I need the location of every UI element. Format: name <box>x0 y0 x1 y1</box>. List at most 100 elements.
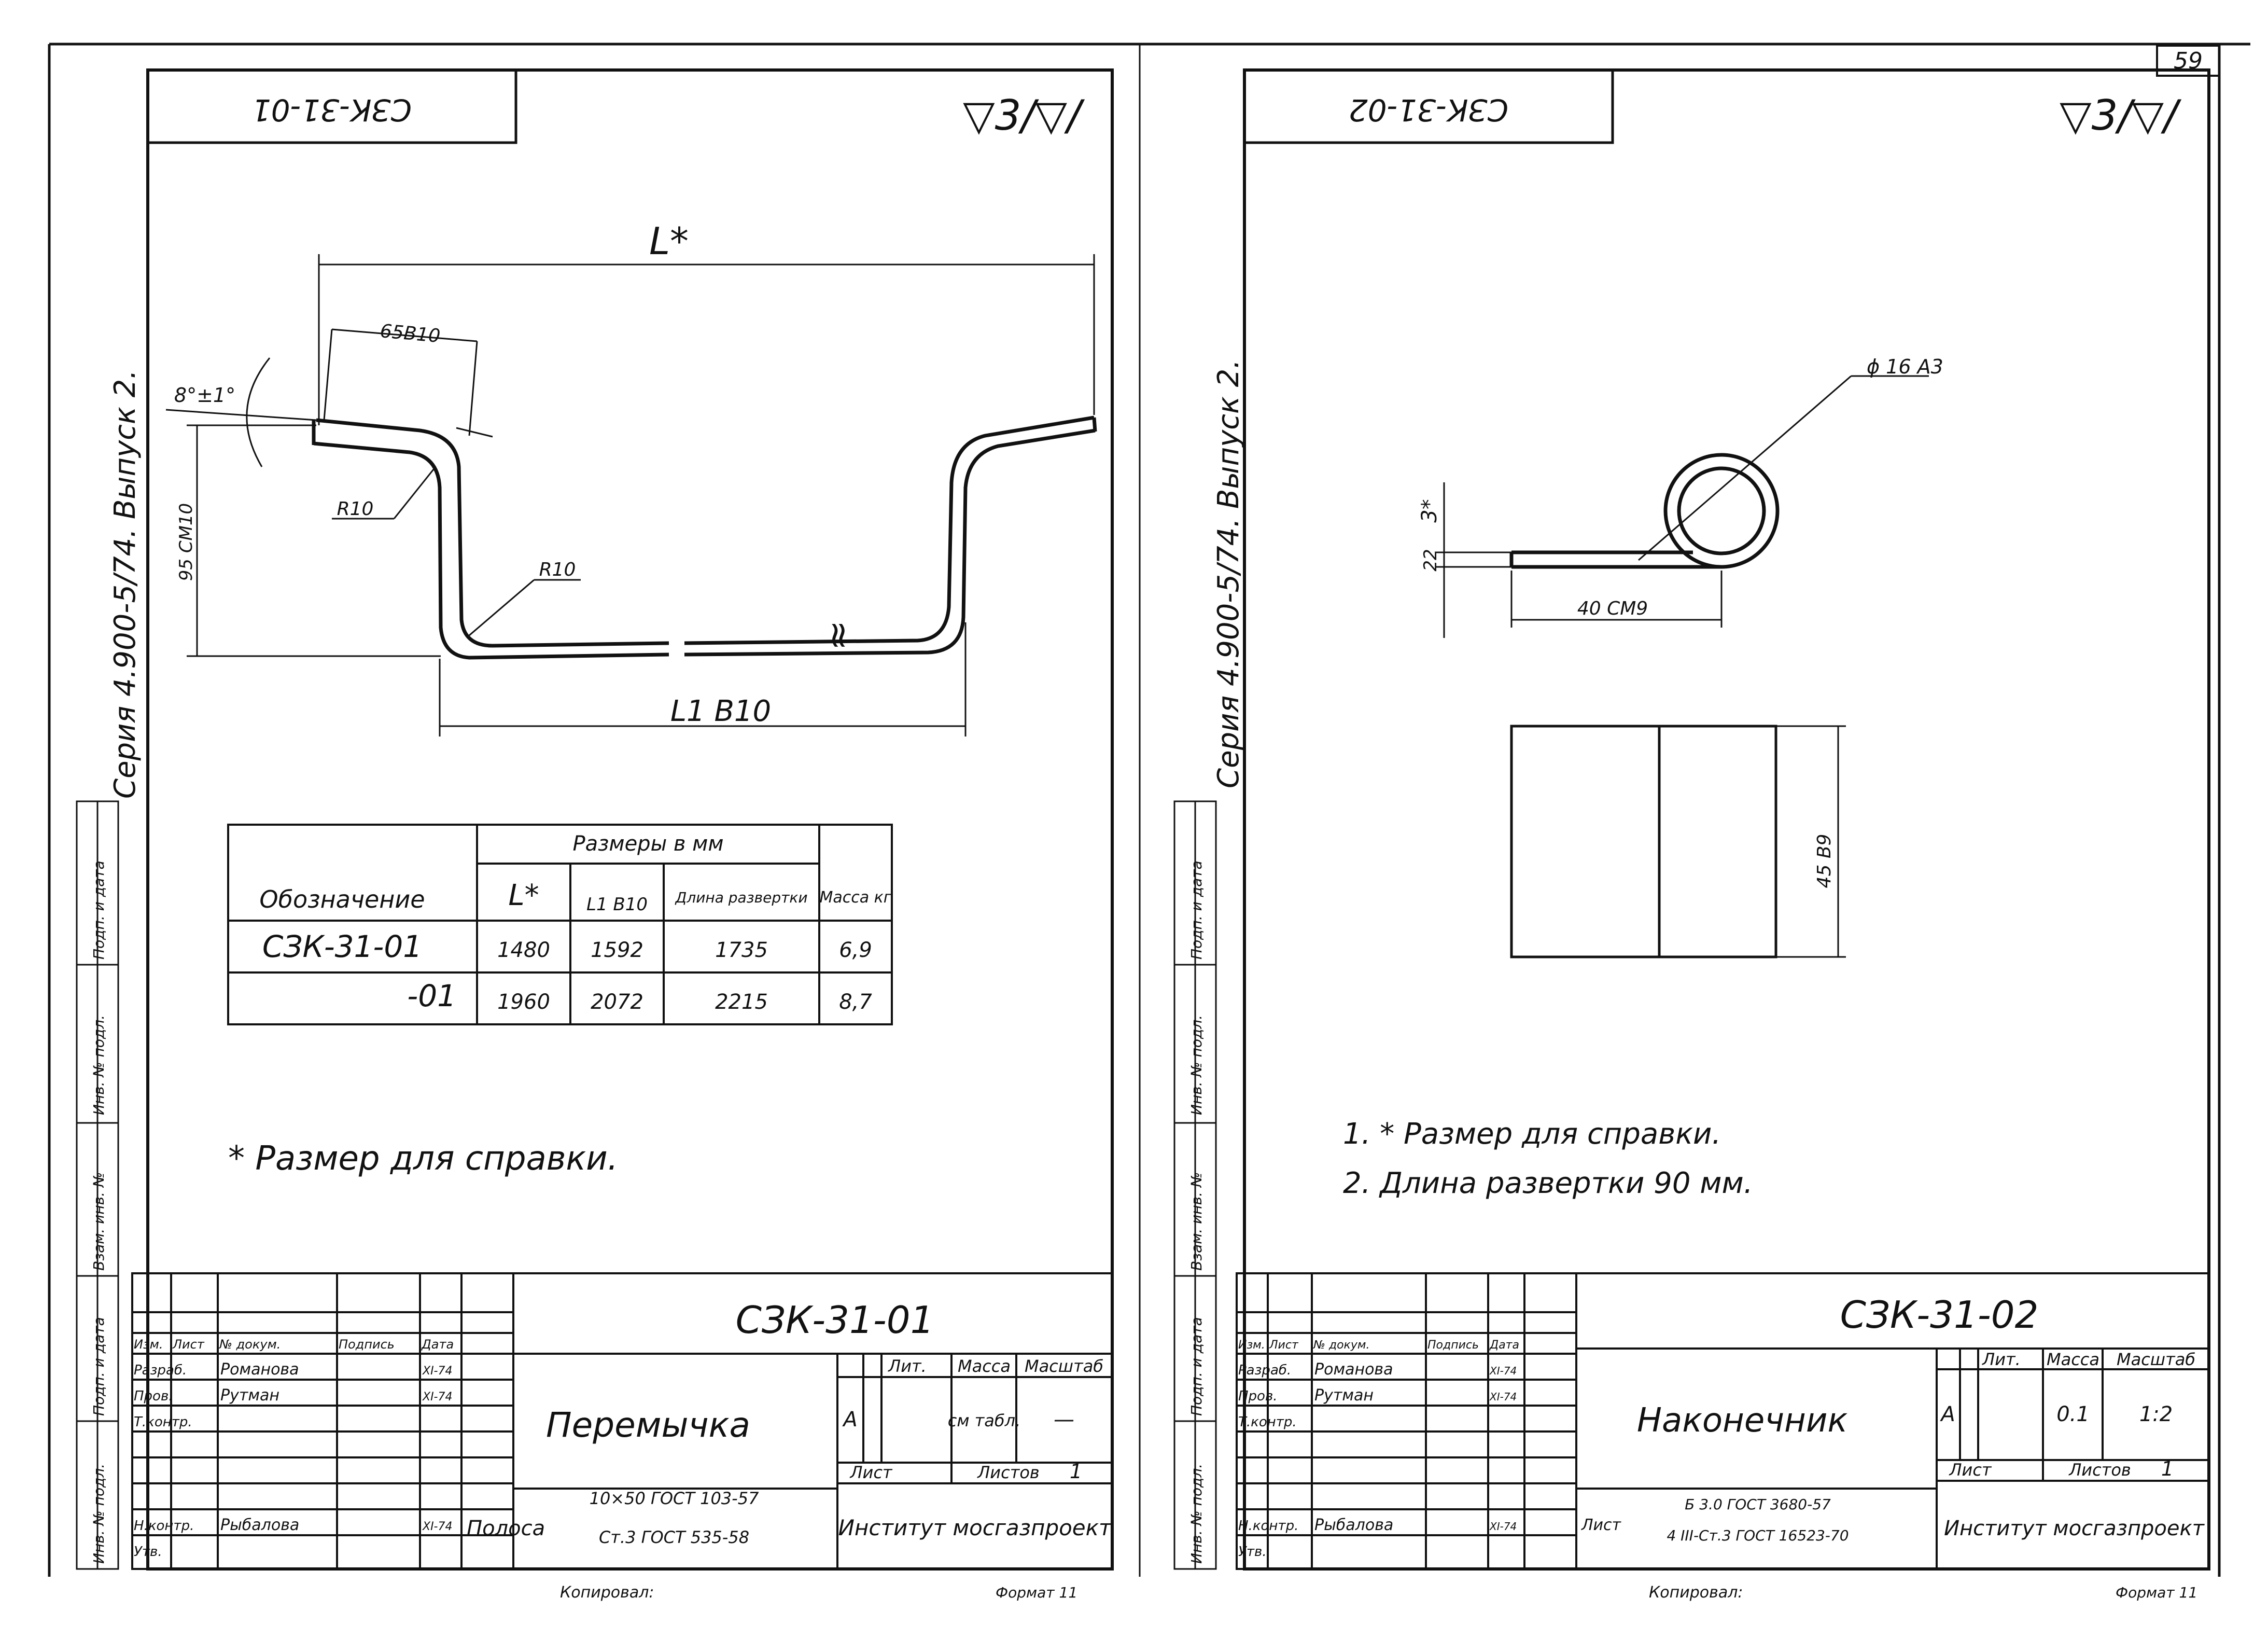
dim-L1-label: L1 В10 <box>670 694 771 728</box>
left-tb-sheet-label: Лист <box>849 1463 892 1482</box>
left-copied: Копировал: <box>560 1583 654 1602</box>
left-tb-material-label: Полоса <box>467 1517 545 1540</box>
table-row-1-designation: СЗК-31-01 <box>262 929 422 964</box>
dim-L-label: L* <box>649 219 689 263</box>
table-col-mass: Масса кг <box>819 888 891 907</box>
right-tb-hdr-sign: Подпись <box>1427 1339 1479 1352</box>
left-tb-role-3: Т.контр. <box>134 1414 192 1430</box>
right-tb-material-label: Лист <box>1581 1516 1622 1534</box>
page-number-box <box>2156 45 2220 77</box>
left-tb-lit-value: А <box>842 1408 857 1432</box>
right-stamp-code: СЗК-31-02 <box>1349 92 1508 128</box>
break-mark: ≈ <box>818 620 861 651</box>
left-tb-code: СЗК-31-01 <box>736 1298 934 1342</box>
left-tb-material-line2: Ст.3 ГОСТ 535-58 <box>599 1527 749 1547</box>
left-tb-date-2: XI-74 <box>422 1391 453 1403</box>
right-note-1: 1. * Размер для справки. <box>1343 1117 1721 1151</box>
left-tb-hdr-sign: Подпись <box>339 1337 395 1352</box>
table-row-1-L1: 1592 <box>591 938 643 962</box>
table-row-2-L1: 2072 <box>591 990 643 1014</box>
right-tb-hdr-date: Дата <box>1489 1339 1519 1352</box>
table-row-2-mass: 8,7 <box>839 990 872 1014</box>
left-tb-name-5: Рыбалова <box>220 1516 299 1534</box>
right-stamp-box <box>1243 68 1614 144</box>
right-surface-mark: ▽3/▽/ <box>2060 91 2182 140</box>
right-side-label-3: Взам. инв. № <box>1188 1172 1205 1271</box>
left-tb-scale-value: — <box>1054 1408 1074 1432</box>
right-side-label-2: Инв. № подл. <box>1188 1015 1205 1115</box>
dim-22-label: 22 <box>1420 549 1441 571</box>
table-row-1-L: 1480 <box>497 938 550 962</box>
left-tb-mass-label: Масса <box>958 1356 1011 1376</box>
left-tb-role-5: Н.контр. <box>134 1518 194 1534</box>
right-tb-role-1: Разраб. <box>1238 1363 1291 1378</box>
left-tb-name-2: Рутман <box>220 1386 279 1405</box>
right-tb-hdr-doc: № докум. <box>1313 1339 1369 1352</box>
dim-dia-leader <box>1638 375 1852 561</box>
dim-40-label: 40 СМ9 <box>1577 598 1648 619</box>
table-header-group: Размеры в мм <box>572 832 723 856</box>
right-side-label-4: Подп. и дата <box>1188 1317 1205 1416</box>
left-tb-name-1: Романова <box>220 1360 299 1379</box>
left-format: Формат 11 <box>996 1584 1077 1601</box>
right-side-view <box>1510 725 1777 958</box>
right-tb-hdr-list: Лист <box>1269 1339 1299 1352</box>
left-tb-hdr-izm: Изм. <box>134 1337 163 1352</box>
table-col-L1: L1 В10 <box>586 894 648 915</box>
left-size-table <box>227 824 893 1025</box>
dim-r10-a: R10 <box>337 498 374 520</box>
left-tb-date-1: XI-74 <box>422 1365 453 1378</box>
right-format: Формат 11 <box>2116 1584 2197 1601</box>
right-tb-role-3: Т.контр. <box>1238 1414 1297 1430</box>
left-tb-date-5: XI-74 <box>422 1520 453 1533</box>
dim-65-label: 65В10 <box>379 321 441 347</box>
table-row-2-dev: 2215 <box>715 990 768 1014</box>
dim-dia-label: ϕ 16 А3 <box>1867 355 1943 378</box>
left-tb-sheets-label: Листов <box>977 1463 1040 1482</box>
right-tb-role-5: Н.контр. <box>1238 1518 1298 1534</box>
right-tb-name-2: Рутман <box>1314 1386 1374 1405</box>
table-col-dev: Длина развертки <box>674 889 807 906</box>
table-row-2-L: 1960 <box>497 990 550 1014</box>
table-row-2-designation: -01 <box>407 978 456 1013</box>
left-series-label: Серия 4.900-5/74. Выпуск 2. <box>108 370 142 799</box>
right-tb-mass-label: Масса <box>2047 1350 2099 1369</box>
table-col-designation: Обозначение <box>259 885 425 913</box>
right-sheet: СЗК-31-02 ▽3/▽/ Серия 4.900-5/74. Выпуск… <box>1173 68 2210 1602</box>
right-side-label-1: Подп. и дата <box>1188 860 1205 960</box>
left-tb-hdr-list: Лист <box>172 1337 205 1352</box>
right-tb-hdr-izm: Изм. <box>1238 1339 1265 1352</box>
left-note: * Размер для справки. <box>228 1139 618 1178</box>
right-tb-org: Институт мосгазпроект <box>1944 1517 2205 1540</box>
left-side-label-2: Инв. № подл. <box>90 1015 107 1115</box>
left-tb-scale-label: Масштаб <box>1025 1356 1103 1376</box>
left-side-label-1: Подп. и дата <box>90 860 107 960</box>
right-frame <box>1243 68 2210 1571</box>
right-tb-lit-label: Лит. <box>1982 1350 2021 1369</box>
right-tb-material-line1: Б 3.0 ГОСТ 3680-57 <box>1685 1496 1831 1513</box>
right-tb-date-5: XI-74 <box>1489 1520 1517 1533</box>
left-tb-material-line1: 10×50 ГОСТ 103-57 <box>590 1489 759 1508</box>
right-tb-name-5: Рыбалова <box>1314 1516 1393 1534</box>
left-sheet: СЗК-31-01 ▽3/▽/ Серия 4.900-5/74. Выпуск… <box>76 68 1114 1602</box>
right-note-2: 2. Длина развертки 90 мм. <box>1343 1166 1753 1200</box>
left-side-label-5: Инв. № подл. <box>90 1464 107 1564</box>
left-tb-hdr-date: Дата <box>421 1337 454 1352</box>
left-tb-org: Институт мосгазпроект <box>838 1515 1113 1540</box>
right-tb-code: СЗК-31-02 <box>1840 1293 2039 1337</box>
dim-r10-b: R10 <box>539 559 576 580</box>
right-tb-material-line2: 4 III-Ст.3 ГОСТ 16523-70 <box>1667 1527 1849 1544</box>
left-side-label-4: Подп. и дата <box>90 1317 107 1416</box>
left-tb-name: Перемычка <box>546 1405 750 1445</box>
left-stamp-box <box>146 68 517 144</box>
left-tb-role-6: Утв. <box>134 1544 162 1560</box>
left-tb-role-2: Пров. <box>134 1388 173 1404</box>
right-tb-role-6: Утв. <box>1238 1544 1267 1560</box>
left-tb-role-1: Разраб. <box>134 1363 187 1378</box>
table-row-1-mass: 6,9 <box>839 938 872 962</box>
right-tb-scale-label: Масштаб <box>2117 1350 2195 1369</box>
right-series-label: Серия 4.900-5/74. Выпуск 2. <box>1212 359 1245 788</box>
right-tb-scale-value: 1:2 <box>2139 1402 2173 1426</box>
right-tb-mass-value: 0.1 <box>2056 1402 2090 1426</box>
